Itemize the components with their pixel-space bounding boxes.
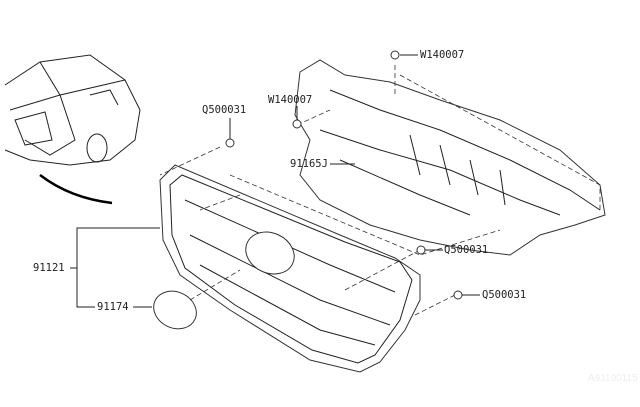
assembly-guides <box>159 65 601 316</box>
screw-icon <box>225 138 235 148</box>
label-screw-low-right: Q500031 <box>482 289 527 301</box>
clip-icon <box>390 50 400 60</box>
grille-part <box>153 164 421 373</box>
leader-lines <box>70 54 480 308</box>
screw-icon <box>453 290 463 300</box>
clip-icon <box>292 119 302 129</box>
label-screw-mid-right: Q500031 <box>444 244 489 256</box>
label-grille-assembly: 91121 <box>33 262 65 274</box>
label-screw-top-left: Q500031 <box>202 104 247 116</box>
label-emblem: 91174 <box>97 301 129 313</box>
screw-icon <box>416 245 426 255</box>
leader-arrow-curve <box>39 174 113 205</box>
label-clip-top: W140007 <box>420 49 465 61</box>
label-clip-left: W140007 <box>268 94 313 106</box>
car-thumbnail <box>4 54 141 205</box>
radiator-cover-part <box>294 59 606 256</box>
label-cover: 91165J <box>290 158 328 170</box>
watermark: A91100115 <box>588 373 638 384</box>
